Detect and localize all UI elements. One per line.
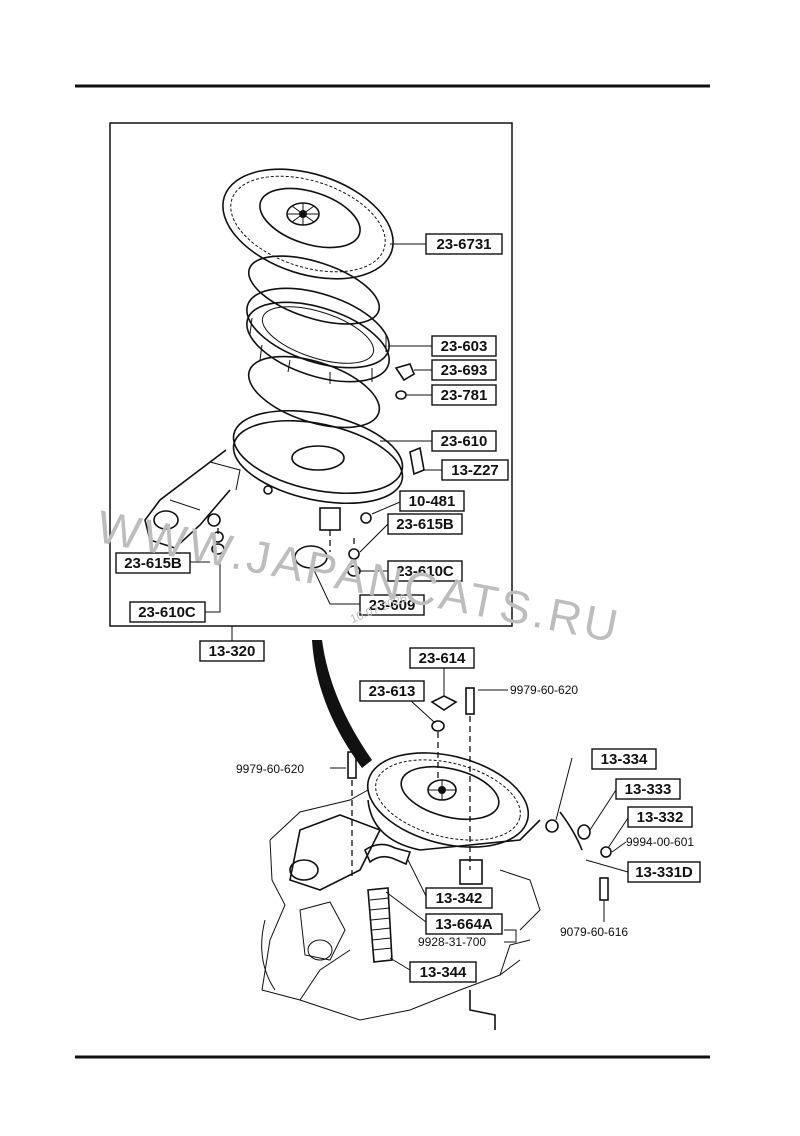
leader-lines-upper	[190, 243, 442, 613]
label-wing-nut: 23-614	[409, 647, 475, 669]
lower-gasket	[247, 355, 381, 429]
svg-text:13-342: 13-342	[436, 890, 483, 907]
svg-text:23-610: 23-610	[441, 433, 488, 450]
svg-text:23-693: 23-693	[441, 362, 488, 379]
label-gasket-609: 23-609	[359, 594, 425, 616]
label-nut-right: 23-610C	[387, 560, 463, 582]
label-duct-664a: 13-664A	[425, 913, 503, 935]
hose-assembly	[364, 843, 412, 963]
label-washer-613: 23-613	[359, 680, 425, 702]
label-nut-601: 9994-00-601	[626, 835, 694, 849]
svg-text:13-331D: 13-331D	[635, 864, 693, 881]
label-clip: 23-693	[431, 359, 497, 381]
label-hose-334: 13-334	[591, 748, 657, 770]
svg-text:23-613: 23-613	[369, 683, 416, 700]
engine-outline	[261, 789, 541, 1030]
svg-text:23-614: 23-614	[419, 650, 466, 667]
label-bolt-top: 9979-60-620	[510, 683, 578, 697]
assembly-arrow	[312, 640, 372, 768]
label-element: 23-603	[431, 335, 497, 357]
label-bolt-left: 9979-60-620	[236, 762, 304, 776]
svg-text:13-320: 13-320	[209, 643, 256, 660]
label-washer-781: 23-781	[431, 384, 497, 406]
label-pipe-333: 13-333	[615, 778, 681, 800]
air-cleaner-cover	[222, 168, 394, 280]
label-insulator-left: 23-615B	[115, 552, 191, 574]
svg-text:13-333: 13-333	[625, 781, 672, 798]
svg-text:23-615B: 23-615B	[124, 555, 182, 572]
label-bracket-331d: 13-331D	[627, 861, 701, 883]
svg-text:13-344: 13-344	[420, 964, 467, 981]
svg-text:23-603: 23-603	[441, 338, 488, 355]
label-nut-left: 23-610C	[129, 601, 206, 623]
svg-text:13-664A: 13-664A	[435, 916, 493, 933]
watermark: WWW.JAPANCATS.RU	[93, 500, 625, 653]
svg-text:23-609: 23-609	[369, 597, 416, 614]
upper-part-labels: 23-6731 23-603 23-693 23-781 23-610 13-Z…	[115, 233, 509, 623]
label-case: 23-610	[431, 430, 497, 452]
label-clamp-332: 13-332	[627, 806, 693, 828]
installed-air-cleaner	[289, 752, 559, 891]
leader-lines-lower	[330, 668, 629, 971]
lower-hardware	[347, 687, 612, 901]
svg-text:23-610C: 23-610C	[138, 604, 196, 621]
watermark-text: WWW.JAPANCATS.RU	[93, 500, 625, 653]
label-hose-344: 13-344	[409, 961, 477, 983]
svg-text:23-781: 23-781	[441, 387, 488, 404]
svg-text:23-615B: 23-615B	[396, 516, 454, 533]
svg-text:10-481: 10-481	[409, 493, 456, 510]
label-clamp-700: 9928-31-700	[418, 935, 486, 949]
svg-text:13-Z27: 13-Z27	[451, 462, 499, 479]
svg-text:13-332: 13-332	[637, 809, 684, 826]
cover-gasket	[247, 255, 381, 325]
svg-text:13-334: 13-334	[601, 751, 648, 768]
svg-text:23-6731: 23-6731	[436, 236, 491, 253]
label-grommet-481: 10-481	[399, 490, 465, 512]
lower-part-labels: 23-614 23-613 9979-60-620 9979-60-620 13…	[236, 647, 701, 983]
label-bolt-616: 9079-60-616	[560, 925, 628, 939]
svg-text:23-610C: 23-610C	[396, 563, 454, 580]
label-hose-342: 13-342	[425, 887, 493, 909]
exploded-view-frame	[109, 122, 513, 627]
label-assembly-13-320: 13-320	[199, 640, 265, 662]
label-air-cleaner-cover: 23-6731	[425, 233, 503, 255]
label-insulator-right: 23-615B	[387, 513, 463, 535]
label-clamp-z27: 13-Z27	[441, 459, 509, 481]
air-filter-element	[246, 287, 390, 384]
